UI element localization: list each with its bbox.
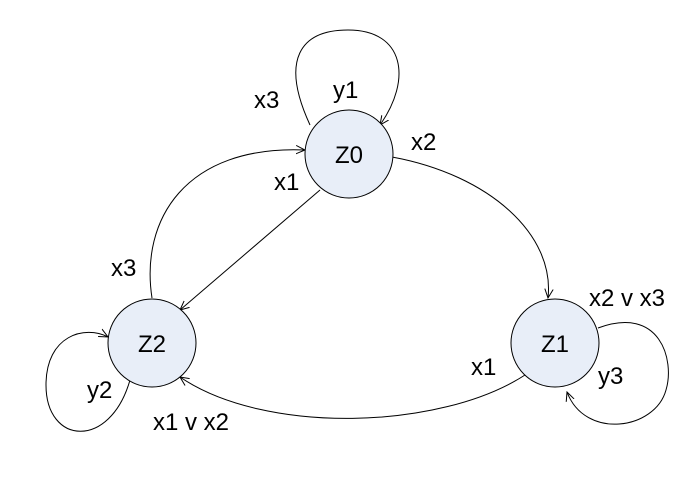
edge-z0-to-z2: [180, 189, 321, 310]
z0-self-loop: [295, 29, 400, 125]
z2-self-loop: [45, 332, 131, 432]
state-z2: Z2: [107, 298, 197, 388]
z1-self-loop: [567, 322, 669, 425]
edge-z2-to-z0: [149, 150, 305, 299]
edge-z0-to-z1: [391, 156, 549, 298]
state-z0-label: Z0: [335, 142, 363, 169]
label-z2-self: y2: [87, 377, 112, 404]
state-z0: Z0: [304, 109, 394, 199]
label-z1-to-z2-left: x1: [471, 354, 496, 381]
state-z2-label: Z2: [138, 331, 166, 358]
label-z1-to-z2-bottom: x1 v x2: [153, 409, 229, 436]
label-z0-self-top: y1: [333, 77, 358, 104]
label-z1-self-top: x2 v x3: [589, 285, 665, 312]
label-z0-self-left: x3: [254, 87, 279, 114]
label-z2-to-z0: x3: [111, 255, 136, 282]
label-z1-self-right: y3: [598, 363, 623, 390]
state-z1-label: Z1: [541, 331, 569, 358]
label-z0-to-z1: x2: [411, 129, 436, 156]
label-z0-to-z2: x1: [274, 169, 299, 196]
edge-z1-to-z2: [180, 374, 526, 419]
state-z1: Z1: [510, 298, 600, 388]
